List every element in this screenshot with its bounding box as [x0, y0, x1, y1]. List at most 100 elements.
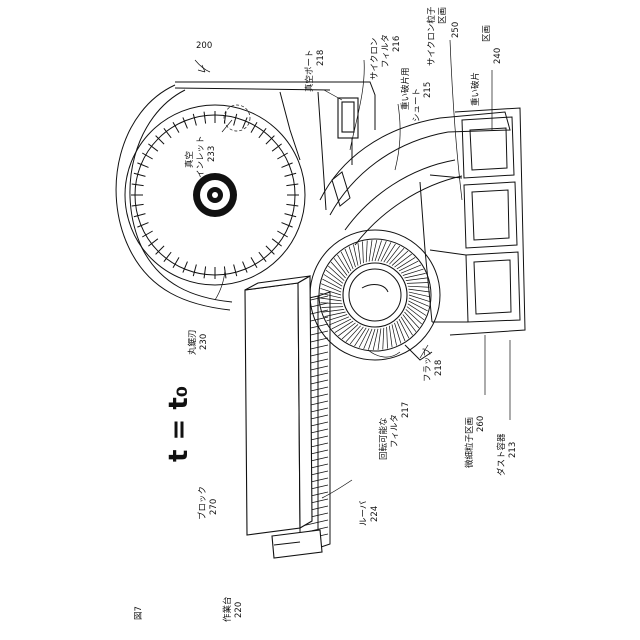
filter-pleat	[409, 298, 429, 306]
vacuum-inlet-name2: インレット	[196, 135, 206, 178]
chute-num: 215	[423, 82, 433, 98]
ref-200: 200	[196, 41, 212, 51]
rotating-filter-name1: 回転可能な	[378, 417, 389, 460]
dust-container-name: ダスト容器	[496, 433, 507, 476]
filter-pleat	[320, 298, 341, 301]
blade-tooth	[137, 163, 148, 168]
arbor-bolt	[212, 192, 218, 198]
filter-pleat	[358, 243, 361, 264]
block-side	[298, 276, 312, 528]
blade-tooth	[134, 214, 146, 217]
blade-tooth	[286, 184, 298, 186]
heavy-section-name2: 区画	[482, 25, 492, 42]
blade-tooth	[243, 262, 248, 273]
louver-name: ルーバ	[359, 500, 369, 526]
filter-pleat	[378, 241, 386, 261]
louver-num: 224	[370, 506, 380, 522]
figure-label: 図7	[134, 606, 144, 620]
blade-tooth	[204, 266, 206, 278]
louver-side	[318, 292, 330, 548]
filter-pleat	[387, 327, 388, 349]
filter-pleat	[321, 284, 341, 292]
filter-pleat	[321, 307, 343, 308]
cyclone-filter-num: 216	[392, 36, 402, 52]
flap-name: フラップ	[423, 347, 433, 382]
blade-tooth	[204, 112, 206, 124]
block-front	[245, 283, 300, 535]
leader-vacuum-port	[324, 90, 342, 100]
chute-name1: 重い破片用	[400, 67, 411, 110]
saw-blade-assembly	[116, 85, 305, 310]
cyclone-particle-num: 250	[451, 22, 461, 38]
fine-particle-num: 260	[476, 416, 486, 432]
filter-core	[343, 263, 407, 327]
flap-num: 218	[434, 360, 444, 376]
time-label: t = t₀	[164, 386, 194, 462]
heavy-section-num: 240	[493, 48, 503, 64]
blade-tooth	[243, 117, 248, 128]
cyclone-particle-name2: 区画	[438, 7, 448, 24]
vacuum-port-inner	[342, 102, 354, 132]
filter-pleat	[408, 286, 430, 287]
blade-tooth	[183, 117, 188, 128]
blade-tooth	[285, 214, 297, 217]
blade-tooth	[234, 114, 237, 126]
blade-tooth	[132, 204, 144, 206]
blade-tooth	[193, 265, 196, 277]
vacuum-port-name: 真空ポート	[304, 49, 315, 92]
dust-container-num: 213	[508, 442, 518, 458]
heavy-chute-upper	[345, 160, 455, 230]
vacuum-port-num: 218	[316, 50, 326, 66]
rotating-filter-name2: フィルタ	[390, 414, 400, 448]
blade-tooth	[132, 184, 144, 186]
blade-tooth	[137, 223, 148, 228]
blade-tooth	[285, 173, 297, 176]
container-outline	[450, 108, 525, 335]
rotating-filter-num: 217	[401, 402, 411, 418]
filter-pleat	[363, 241, 364, 263]
heavy-chute-lower	[355, 176, 462, 245]
workpiece	[245, 276, 322, 558]
filter-pleat	[364, 329, 372, 349]
filter-pleat	[389, 326, 392, 347]
filter-pleat	[401, 265, 421, 273]
blade-tooth	[282, 163, 293, 168]
blade-tooth	[286, 204, 298, 206]
cyclone-filter-name2: フィルタ	[381, 34, 391, 68]
cyclone-wall-lower	[330, 132, 448, 215]
housing-wall	[280, 92, 300, 160]
filter-pleat	[369, 240, 372, 261]
workbench-num: 220	[234, 602, 244, 618]
leader-inlet	[222, 120, 232, 132]
blade-tooth	[282, 223, 293, 228]
cyclone-top-cap	[440, 112, 510, 132]
filter-pleat	[329, 317, 349, 325]
filter-pleat	[408, 289, 429, 292]
saw-blade-name: 丸鋸刃	[187, 329, 198, 355]
filter-pleat	[345, 249, 353, 269]
saw-blade-num: 230	[199, 334, 209, 350]
workbench-name: 作業台	[222, 596, 233, 622]
fine-particle-window	[474, 260, 511, 314]
heavy-section-name1: 重い破片	[470, 72, 481, 106]
filter-pleat	[407, 283, 429, 284]
fine-particle-name: 微細粒子区画	[464, 417, 475, 468]
blade-tooth	[183, 262, 188, 273]
compartment-dividers	[430, 175, 468, 322]
cyclone-filter-name1: サイクロン	[370, 38, 380, 80]
filter-pleat	[366, 241, 367, 263]
blade-tooth	[134, 173, 146, 176]
chute-name2: シュート	[412, 88, 422, 122]
housing-rib	[318, 92, 326, 210]
block-name: ブロック	[197, 486, 208, 520]
vacuum-inlet-name1: 真空	[184, 151, 195, 168]
leader-louver	[322, 480, 352, 498]
cyclone-particle-name1: サイクロン粒子	[426, 6, 437, 66]
vacuum-inlet-num: 233	[207, 146, 217, 162]
labels: 図7 t = t₀ 200 ブロック 270 作業台 220 ルーバ 224 丸…	[134, 6, 518, 622]
leader-chute	[395, 104, 400, 170]
heavy-debris-window	[470, 128, 507, 170]
cyclone-particle-window	[472, 190, 509, 240]
filter-pleat	[397, 321, 405, 341]
